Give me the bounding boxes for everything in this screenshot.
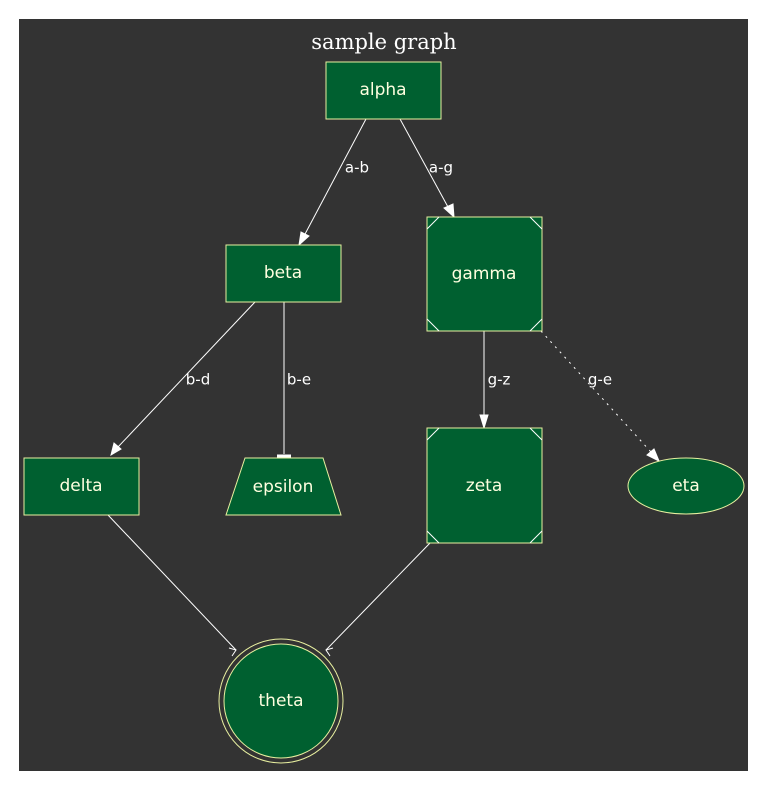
edge-label-g-e: g-e [588,371,612,389]
edge-b-d: b-d [110,301,256,457]
node-beta: beta [225,244,342,303]
node-label-gamma: gamma [452,264,517,284]
edge-z-t [325,541,432,657]
node-label-delta: delta [59,476,102,496]
node-epsilon: epsilon [225,457,342,516]
node-zeta: zeta [426,427,543,544]
edge-label-a-g: a-g [429,159,453,177]
edge-g-z: g-z [479,331,511,430]
edge-b-e: b-e [277,302,311,458]
edge-a-b: a-b [298,118,369,247]
graph-cluster-background [19,19,748,771]
edge-label-b-e: b-e [287,371,311,389]
edge-label-b-d: b-d [186,371,210,389]
node-alpha: alpha [325,61,442,120]
node-eta: eta [627,457,745,515]
node-label-epsilon: epsilon [253,477,314,497]
node-label-eta: eta [672,476,700,496]
node-delta: delta [23,457,140,516]
node-gamma: gamma [426,216,543,332]
edge-label-g-z: g-z [488,371,511,389]
graph-title: sample graph [311,30,456,54]
node-label-alpha: alpha [359,80,406,100]
edge-label-a-b: a-b [345,159,369,177]
node-theta: theta [218,638,344,764]
node-label-zeta: zeta [466,476,502,496]
node-label-beta: beta [264,263,302,283]
edge-a-g: a-g [399,118,455,219]
edge-d-t [107,514,237,657]
node-label-theta: theta [259,691,304,711]
edge-g-e: g-e [540,330,660,463]
